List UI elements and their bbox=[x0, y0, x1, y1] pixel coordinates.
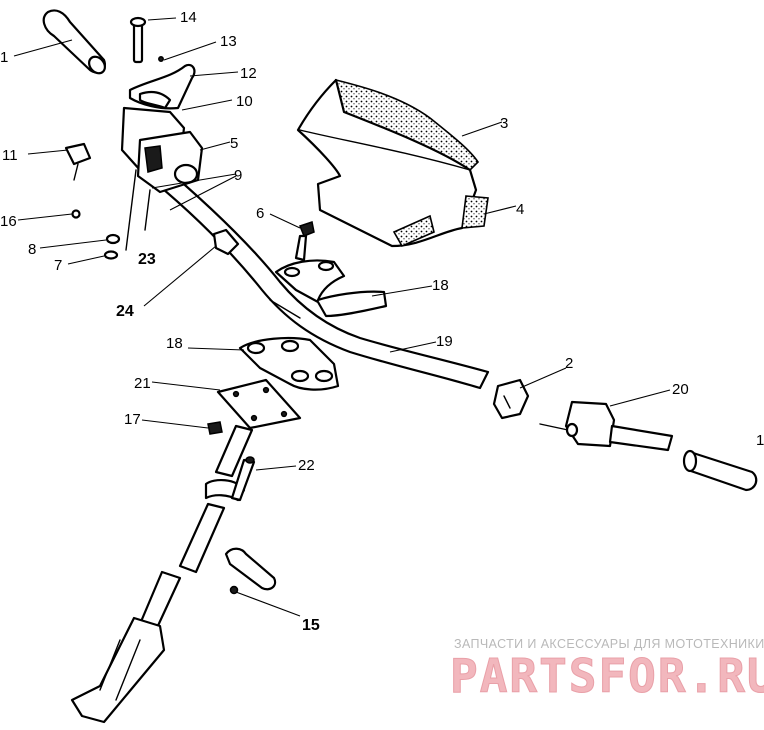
callout-17: 17 bbox=[124, 411, 141, 428]
callout-19: 19 bbox=[436, 333, 453, 350]
screw-11 bbox=[64, 142, 92, 181]
callout-labels: 1 1 2 3 4 5 6 7 8 9 10 11 12 13 14 15 16… bbox=[0, 9, 764, 634]
steering-column bbox=[70, 424, 254, 724]
callout-3: 3 bbox=[500, 115, 508, 132]
throttle-housing bbox=[120, 106, 204, 251]
callout-2: 2 bbox=[565, 355, 573, 372]
callout-1-right: 1 bbox=[756, 432, 764, 449]
callout-21: 21 bbox=[134, 375, 151, 392]
hood-3 bbox=[296, 78, 480, 248]
spacer-15 bbox=[224, 547, 277, 595]
switch-housing-20 bbox=[539, 400, 674, 452]
callout-6: 6 bbox=[256, 205, 264, 222]
callout-1-left: 1 bbox=[0, 49, 8, 66]
watermark: ЗАПЧАСТИ И АКСЕССУАРЫ ДЛЯ МОТОТЕХНИКИ PA… bbox=[450, 637, 764, 704]
callout-16: 16 bbox=[0, 213, 17, 230]
lower-clamp-18 bbox=[238, 336, 340, 391]
callout-5: 5 bbox=[230, 135, 238, 152]
pin-14 bbox=[129, 16, 147, 64]
bolt-22 bbox=[230, 456, 256, 502]
right-grip bbox=[682, 449, 758, 492]
leader-lines bbox=[13, 17, 671, 617]
callout-23: 23 bbox=[138, 251, 156, 268]
nut-17 bbox=[207, 421, 223, 435]
bracket-2 bbox=[492, 378, 530, 420]
callout-4: 4 bbox=[516, 201, 524, 218]
callout-14: 14 bbox=[180, 9, 197, 26]
clamp-top-12 bbox=[128, 63, 196, 110]
upper-clamp-18 bbox=[274, 259, 388, 318]
callout-11: 11 bbox=[2, 147, 18, 164]
ring-16 bbox=[71, 209, 81, 219]
mount-plate-21 bbox=[216, 378, 302, 430]
clip-7 bbox=[103, 250, 119, 260]
callout-10: 10 bbox=[236, 93, 253, 110]
callout-7: 7 bbox=[54, 257, 62, 274]
callout-13: 13 bbox=[220, 33, 237, 50]
bolt-6 bbox=[294, 221, 315, 262]
left-grip bbox=[42, 9, 106, 75]
callout-22: 22 bbox=[298, 457, 315, 474]
callout-12: 12 bbox=[240, 65, 257, 82]
watermark-brand: PARTSFOR.RU bbox=[450, 649, 764, 703]
washer-8 bbox=[105, 233, 121, 245]
callout-18-lower: 18 bbox=[166, 335, 183, 352]
watermark-tagline: ЗАПЧАСТИ И АКСЕССУАРЫ ДЛЯ МОТОТЕХНИКИ bbox=[454, 637, 764, 651]
callout-20: 20 bbox=[672, 381, 689, 398]
callout-24: 24 bbox=[116, 303, 134, 320]
bracket-4 bbox=[392, 195, 489, 248]
callout-9: 9 bbox=[234, 167, 242, 184]
callout-18-upper: 18 bbox=[432, 277, 449, 294]
callout-8: 8 bbox=[28, 241, 36, 258]
callout-15: 15 bbox=[302, 617, 320, 634]
ball-13 bbox=[158, 56, 164, 62]
